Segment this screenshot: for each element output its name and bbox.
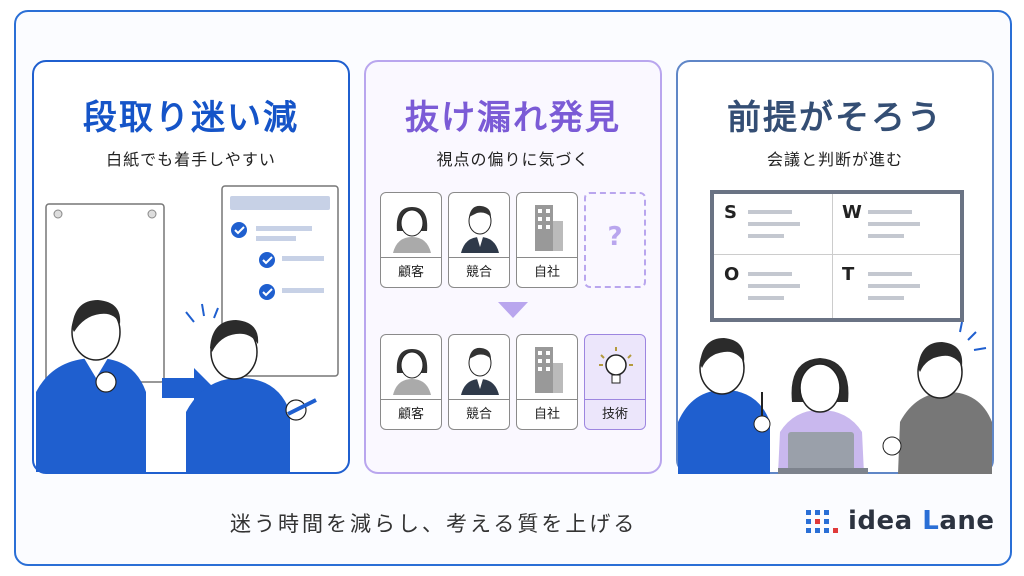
- tagline: 迷う時間を減らし、考える質を上げる: [230, 512, 638, 536]
- panel-preparation: 段取り迷い減 白紙でも着手しやすい: [32, 60, 350, 474]
- panel-title: 抜け漏れ発見: [405, 98, 621, 138]
- blank-to-checklist-illustration: [36, 185, 339, 472]
- person-left: [678, 338, 771, 474]
- swot-board: S W O T: [710, 190, 964, 322]
- tile-label: 競合: [449, 257, 509, 287]
- swot-label: S: [724, 202, 737, 223]
- meeting-illustration: [678, 321, 992, 474]
- tile-missing: ?: [584, 192, 646, 288]
- tile-own-company: 自社: [516, 192, 578, 288]
- tile-label: 自社: [517, 257, 577, 287]
- tile-own-company: 自社: [516, 334, 578, 430]
- building-icon: [535, 205, 563, 251]
- woman-icon: [393, 349, 431, 395]
- tile-competitor: 競合: [448, 192, 510, 288]
- text-lines: [748, 272, 800, 300]
- panel-subtitle: 白紙でも着手しやすい: [106, 150, 276, 169]
- thinking-person: [36, 300, 146, 472]
- triangle-down-icon: [498, 302, 528, 318]
- panel-shared-premise: 前提がそろう 会議と判断が進む S W O T: [676, 60, 994, 474]
- tile-label: 顧客: [381, 399, 441, 429]
- tile-label: 自社: [517, 399, 577, 429]
- lightbulb-icon: [599, 347, 633, 384]
- logo-text: idea Lane: [848, 506, 995, 536]
- businessman-icon: [461, 347, 499, 395]
- tile-competitor: 競合: [448, 334, 510, 430]
- woman-icon: [393, 207, 431, 253]
- tile-technology: 技術: [584, 334, 646, 430]
- panel-title: 段取り迷い減: [83, 98, 299, 138]
- idea-lane-logo: idea Lane: [806, 506, 1006, 540]
- tile-customer: 顧客: [380, 192, 442, 288]
- tile-label: 技術: [585, 399, 645, 429]
- swot-label: W: [842, 202, 862, 223]
- text-lines: [748, 210, 800, 238]
- question-mark: ?: [607, 222, 623, 252]
- text-lines: [868, 272, 920, 300]
- panel-subtitle: 視点の偏りに気づく: [436, 150, 590, 169]
- panel-subtitle: 会議と判断が進む: [766, 150, 903, 169]
- tile-customer: 顧客: [380, 334, 442, 430]
- dot-grid-logo-icon: [806, 510, 838, 533]
- writing-person: [186, 320, 317, 472]
- panel-title: 前提がそろう: [727, 98, 943, 138]
- swot-label: O: [724, 264, 740, 285]
- tile-label: 競合: [449, 399, 509, 429]
- panel-gap-finding: 抜け漏れ発見 視点の偏りに気づく 顧客 競合 自社 ? 顧客 競合 自社 技術: [364, 60, 662, 474]
- person-right: [882, 342, 992, 474]
- laptop: [788, 432, 854, 474]
- building-icon: [535, 347, 563, 393]
- check-icon: [231, 222, 275, 300]
- swot-label: T: [842, 264, 855, 285]
- tile-label: 顧客: [381, 257, 441, 287]
- text-lines: [868, 210, 920, 238]
- businessman-icon: [461, 205, 499, 253]
